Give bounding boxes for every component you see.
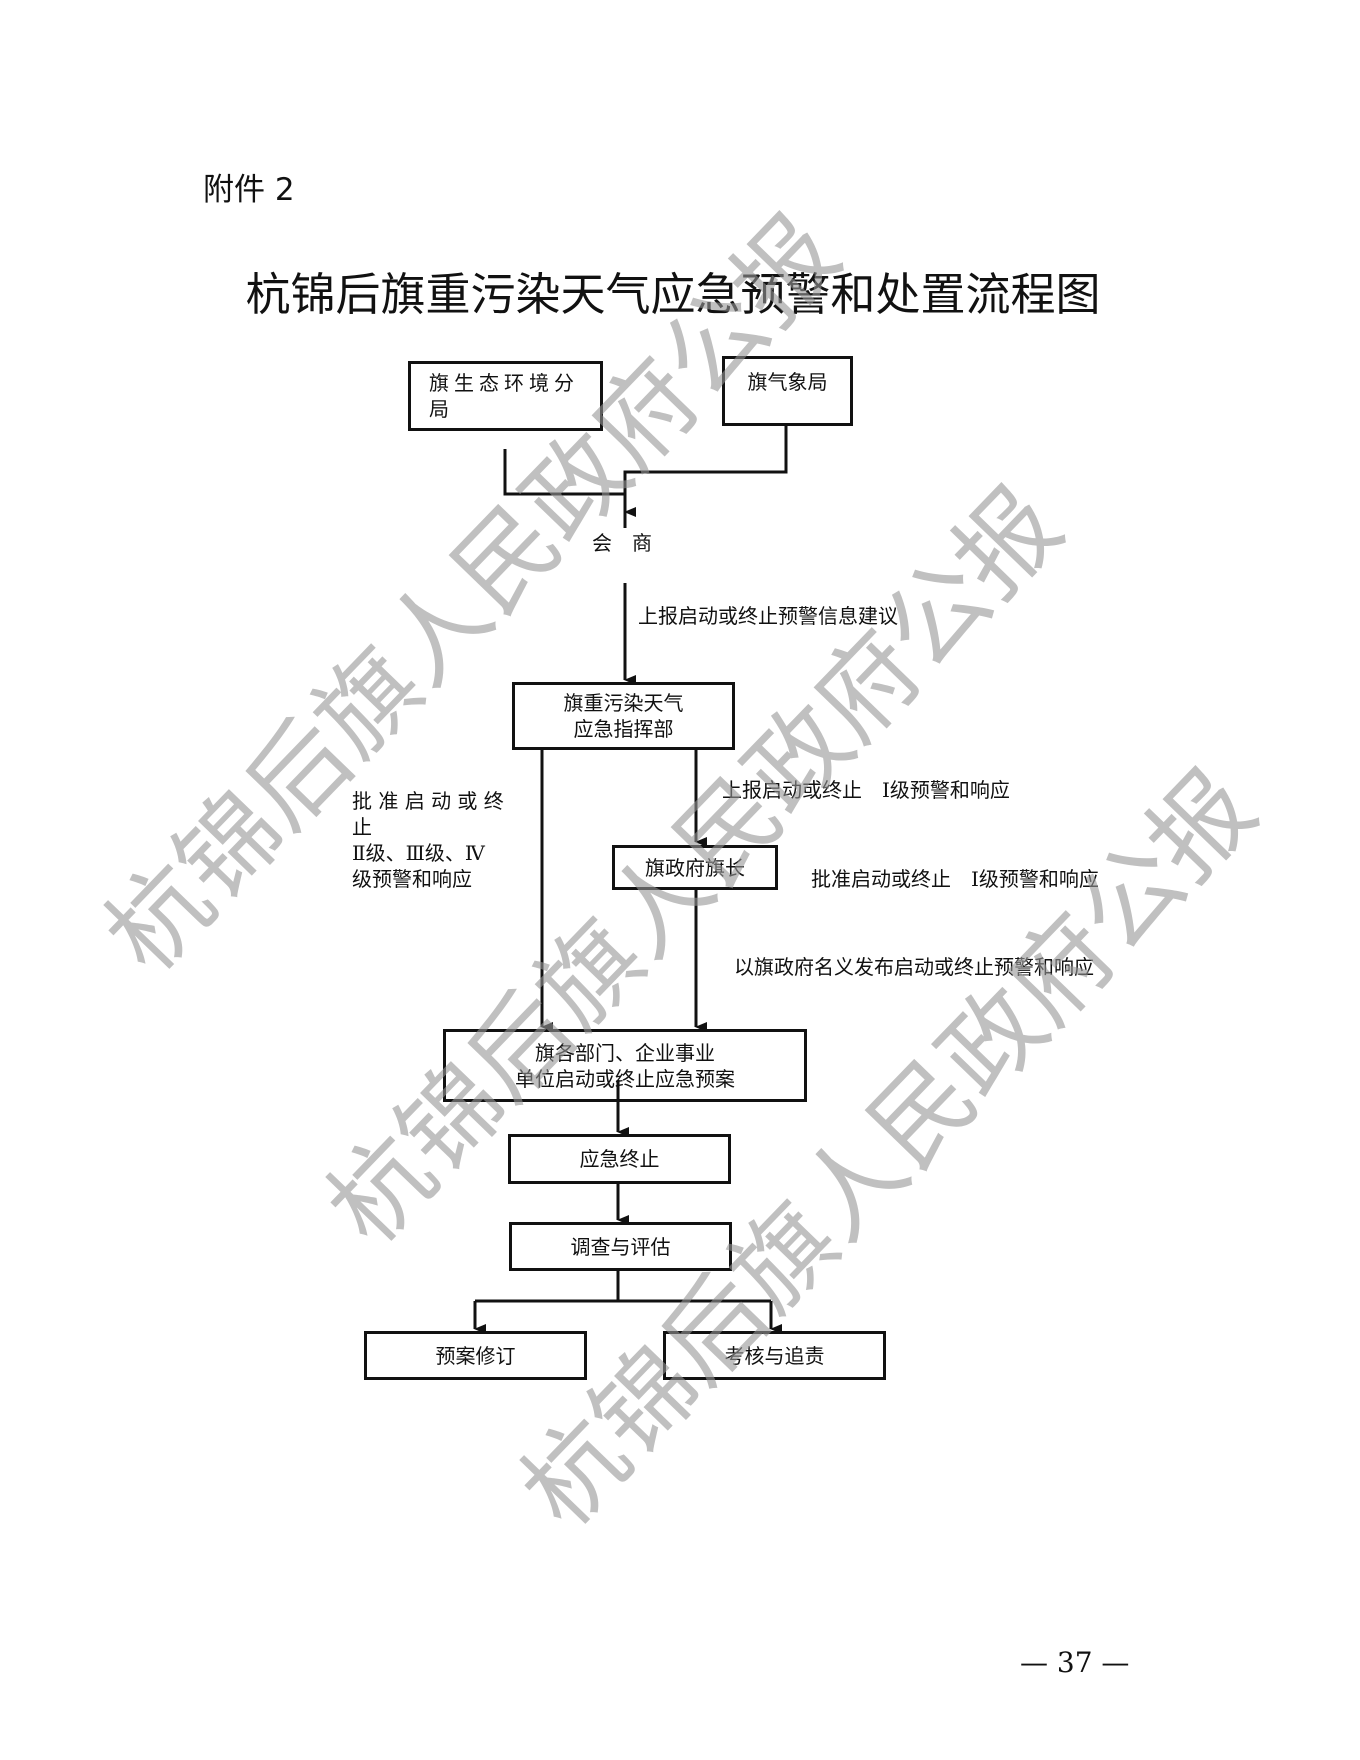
page-title: 杭锦后旗重污染天气应急预警和处置流程图 <box>245 268 1101 321</box>
label-report-level1: 上报启动或终止 Ⅰ级预警和响应 <box>722 778 1010 802</box>
node-weather-bureau: 旗气象局 <box>722 356 853 426</box>
label-approve-level1: 批准启动或终止 Ⅰ级预警和响应 <box>811 867 1099 891</box>
label-publish: 以旗政府名义发布启动或终止预警和响应 <box>734 955 1094 979</box>
node-terminate: 应急终止 <box>508 1134 731 1184</box>
label-report-suggestion: 上报启动或终止预警信息建议 <box>638 604 898 628</box>
node-departments: 旗各部门、企业事业单位启动或终止应急预案 <box>443 1029 807 1102</box>
node-eco-bureau: 旗生态环境分局 <box>408 361 603 431</box>
node-revise: 预案修订 <box>364 1331 587 1380</box>
attachment-label: 附件 2 <box>203 172 295 208</box>
node-investigate: 调查与评估 <box>509 1222 732 1271</box>
page-number: — 37 — <box>1020 1646 1130 1679</box>
node-accountability: 考核与追责 <box>663 1331 886 1380</box>
label-approve-level234: 批 准 启 动 或 终 止 Ⅱ级、Ⅲ级、Ⅳ 级预警和响应 <box>352 789 504 891</box>
connector-weather-to-consult <box>623 425 788 517</box>
node-banner-head: 旗政府旗长 <box>612 845 778 890</box>
node-command: 旗重污染天气应急指挥部 <box>512 682 735 750</box>
node-consult: 会 商 <box>592 531 652 555</box>
connector-eco-to-consult <box>503 449 625 496</box>
